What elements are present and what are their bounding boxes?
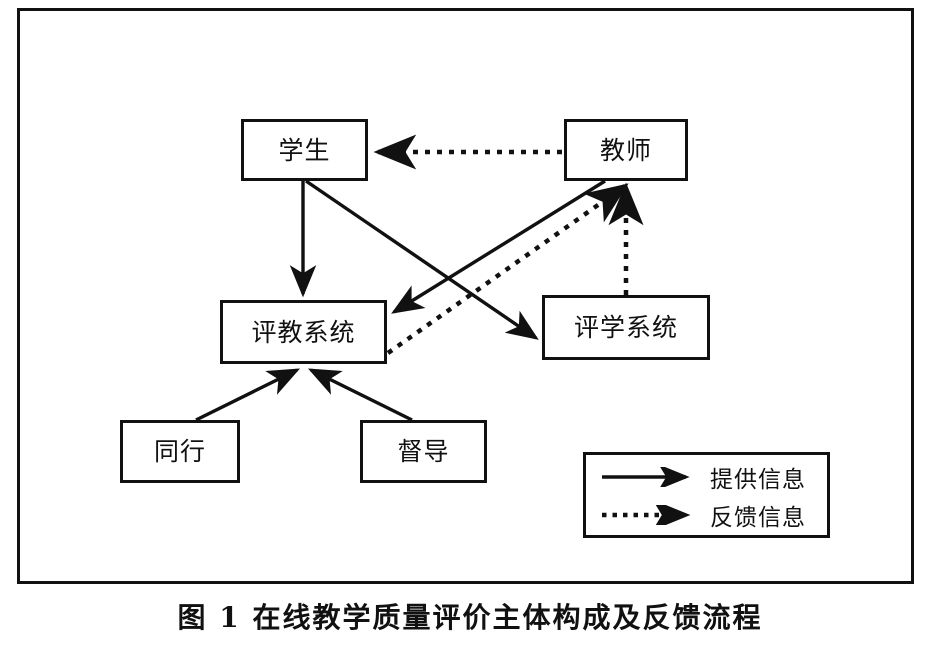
node-teaching-eval-system[interactable]: 评教系统 (220, 300, 387, 364)
legend-item-provide: 提供信息 (586, 457, 827, 497)
node-supervisor-label: 督导 (397, 437, 450, 466)
node-student[interactable]: 学生 (241, 119, 368, 181)
node-learning-eval-system-label: 评学系统 (573, 313, 678, 342)
node-supervisor[interactable]: 督导 (360, 420, 487, 483)
node-teacher-label: 教师 (599, 135, 652, 165)
node-student-label: 学生 (278, 135, 331, 165)
legend-solid-arrow-icon (602, 467, 690, 487)
legend-item-provide-label: 提供信息 (710, 467, 806, 493)
node-learning-eval-system[interactable]: 评学系统 (542, 295, 710, 360)
node-teacher[interactable]: 教师 (564, 119, 688, 181)
figure-caption: 图 1 在线教学质量评价主体构成及反馈流程 (177, 601, 763, 634)
node-peer-label: 同行 (153, 437, 206, 466)
legend-item-feedback-label: 反馈信息 (710, 505, 806, 531)
legend: 提供信息 反馈信息 (583, 452, 830, 538)
legend-item-feedback: 反馈信息 (586, 495, 827, 535)
node-peer[interactable]: 同行 (120, 420, 240, 483)
node-teaching-eval-system-label: 评教系统 (251, 317, 356, 347)
legend-dotted-arrow-icon (602, 505, 691, 525)
